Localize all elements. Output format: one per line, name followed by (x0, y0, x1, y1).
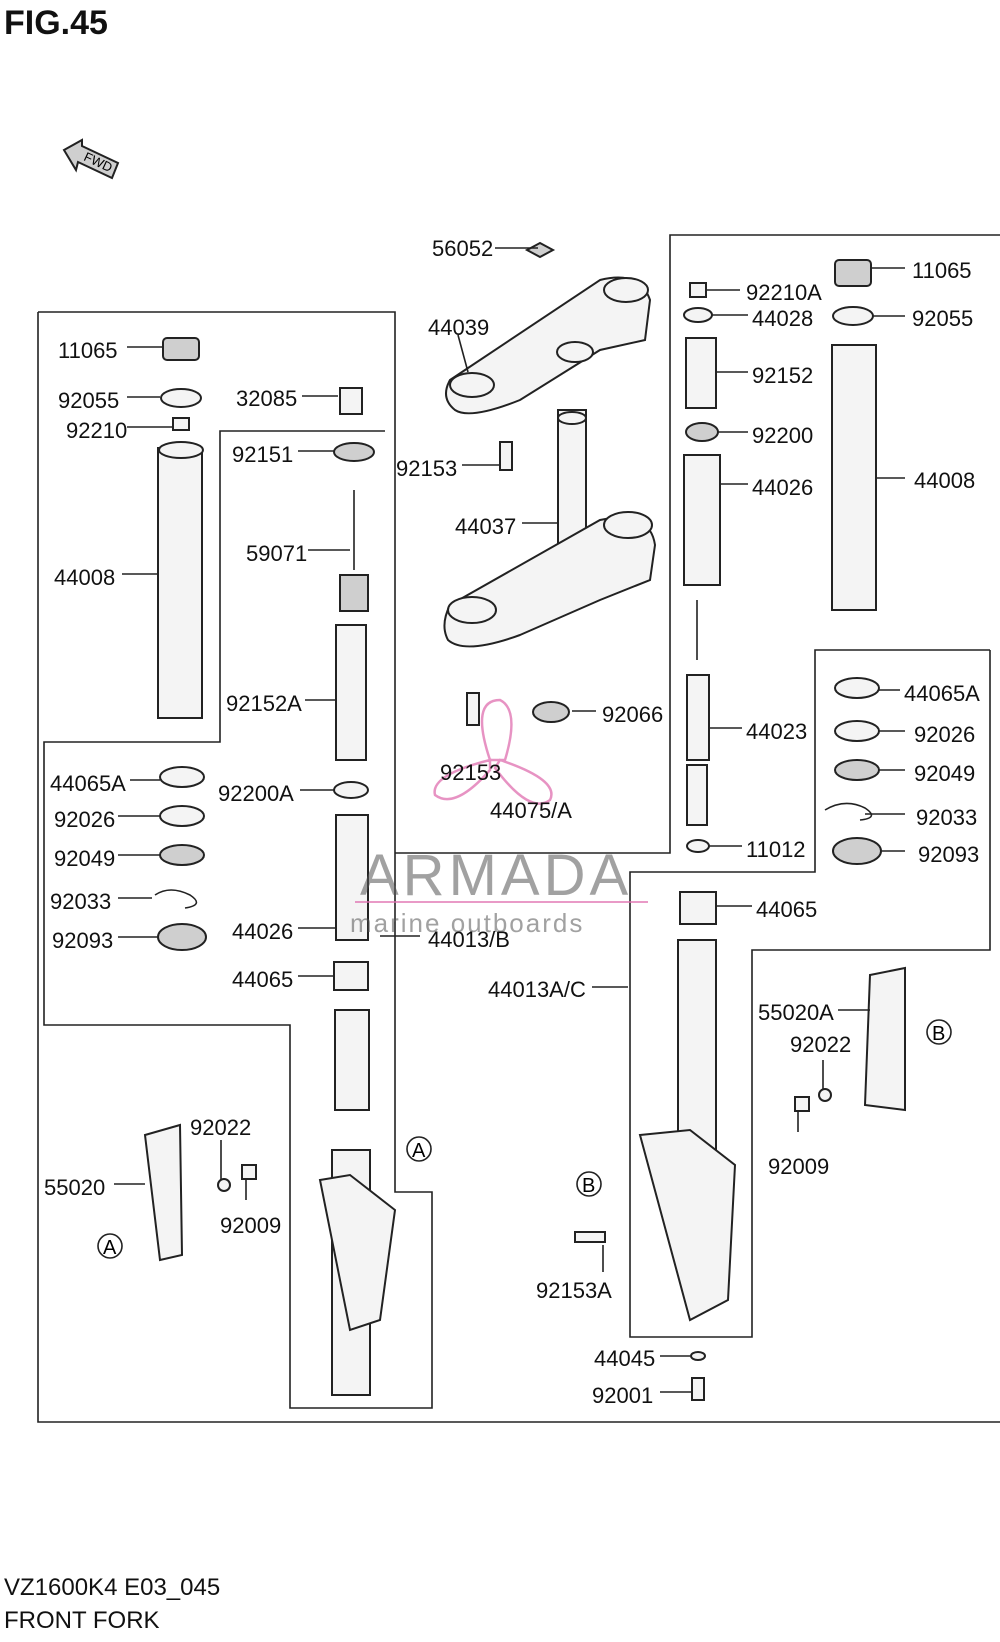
label-92153-top: 92153 (396, 456, 457, 481)
label-56052: 56052 (432, 236, 493, 261)
watermark: ARMADA marine outboards (350, 698, 648, 938)
label-44039: 44039 (428, 315, 489, 340)
label-11065-left: 11065 (58, 338, 118, 363)
label-92026-right: 92026 (914, 722, 975, 747)
label-92152A: 92152A (226, 691, 302, 716)
label-92200A: 92200A (218, 781, 294, 806)
label-44026-left: 44026 (232, 919, 293, 944)
label-92066: 92066 (602, 702, 663, 727)
label-92153A: 92153A (536, 1278, 612, 1303)
label-44065-right: 44065 (756, 897, 817, 922)
label-44013B: 44013/B (428, 927, 510, 952)
callout-b-right: B (926, 1019, 952, 1045)
label-92152: 92152 (752, 363, 813, 388)
label-92001: 92001 (592, 1383, 653, 1408)
label-44075A: 44075/A (490, 798, 572, 823)
label-92033-right: 92033 (916, 805, 977, 830)
label-92093-left: 92093 (52, 928, 113, 953)
label-92022-left: 92022 (190, 1115, 251, 1140)
label-59071: 59071 (246, 541, 307, 566)
nut-92066 (532, 701, 570, 723)
label-44037: 44037 (455, 514, 516, 539)
callout-a-bottom: A (97, 1233, 123, 1259)
propeller-logo-icon (433, 698, 553, 805)
label-92055-left: 92055 (58, 388, 119, 413)
label-11012: 11012 (746, 837, 806, 862)
label-44028: 44028 (752, 306, 813, 331)
leader-lines (114, 247, 905, 1393)
label-55020A: 55020A (758, 1000, 834, 1025)
label-92026-left: 92026 (54, 807, 115, 832)
fwd-arrow-icon: FWD (62, 138, 120, 180)
label-44045: 44045 (594, 1346, 655, 1371)
model-code: VZ1600K4 E03_045 (4, 1574, 221, 1601)
assembly-frames (37, 234, 1000, 1423)
svg-text:marine outboards: marine outboards (350, 908, 584, 938)
label-92033-left: 92033 (50, 889, 111, 914)
label-44023: 44023 (746, 719, 807, 744)
lower-bracket (443, 511, 657, 648)
label-55020: 55020 (44, 1175, 105, 1200)
label-92022-right: 92022 (790, 1032, 851, 1057)
label-44065-left: 44065 (232, 967, 293, 992)
svg-text:B: B (582, 1175, 595, 1197)
bolt-92153-mid (466, 692, 480, 726)
svg-text:A: A (412, 1140, 426, 1162)
label-44065A-right: 44065A (904, 681, 980, 706)
label-92210A: 92210A (746, 280, 822, 305)
label-32085: 32085 (236, 386, 297, 411)
label-92151: 92151 (232, 442, 293, 467)
label-92009-left: 92009 (220, 1213, 281, 1238)
svg-text:B: B (932, 1023, 945, 1045)
svg-text:ARMADA: ARMADA (360, 843, 632, 908)
label-92049-left: 92049 (54, 846, 115, 871)
label-92210-left: 92210 (66, 418, 127, 443)
label-92093-right: 92093 (918, 842, 979, 867)
label-44065A-left: 44065A (50, 771, 126, 796)
section-name: FRONT FORK (4, 1607, 160, 1634)
label-44008-left: 44008 (54, 565, 115, 590)
callout-b-left: B (576, 1171, 602, 1197)
label-92009-right: 92009 (768, 1154, 829, 1179)
label-44013AC: 44013A/C (488, 977, 586, 1002)
label-92200: 92200 (752, 423, 813, 448)
figure-title: FIG.45 (4, 4, 108, 42)
label-92153-mid: 92153 (440, 760, 501, 785)
label-44026-right: 44026 (752, 475, 813, 500)
part-number-labels: 56052 44039 92153 44037 92066 92153 4407… (44, 236, 980, 1408)
label-92055-right: 92055 (912, 306, 973, 331)
callout-a-top: A (406, 1136, 432, 1162)
svg-text:A: A (103, 1237, 117, 1259)
left-fork-parts (143, 337, 397, 1396)
bolt-92153-top (499, 441, 513, 471)
label-11065-right: 11065 (912, 258, 972, 283)
right-fork-parts (574, 259, 906, 1401)
label-92049-right: 92049 (914, 761, 975, 786)
label-44008-right: 44008 (914, 468, 975, 493)
upper-bracket (445, 241, 652, 415)
